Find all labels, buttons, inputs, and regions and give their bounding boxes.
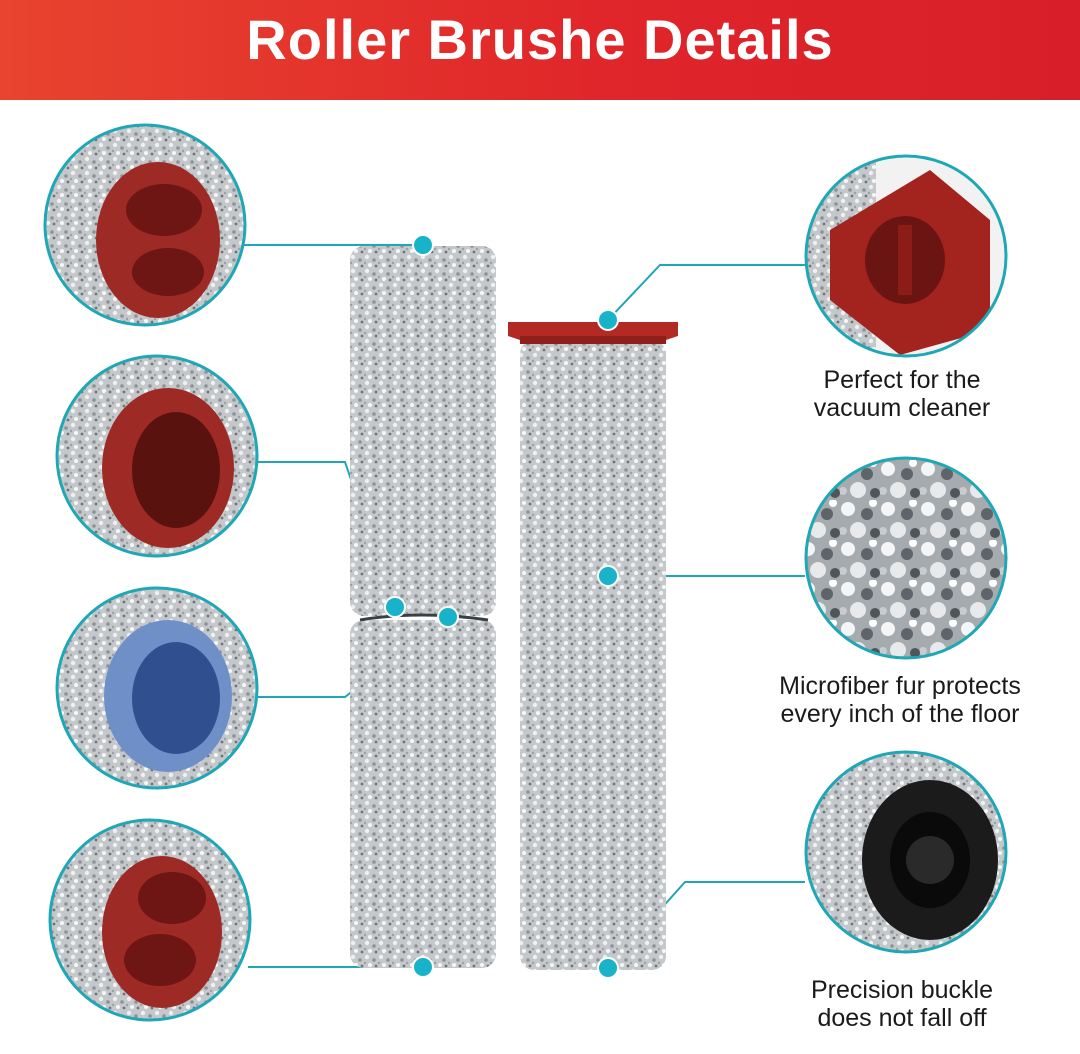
callout-dots	[384, 234, 619, 979]
detail-circle-left-4	[48, 818, 252, 1022]
detail-circle-left-1	[43, 123, 247, 327]
callout-line-right-1	[607, 264, 805, 321]
red-top-cap-icon	[508, 322, 678, 344]
page-title: Roller Brushe Details	[246, 8, 834, 71]
detail-circle-right-2	[804, 456, 1008, 660]
callout-lines	[242, 244, 805, 969]
caption-line: vacuum cleaner	[813, 394, 991, 422]
detail-circle-right-3	[804, 750, 1008, 954]
roller-brush-right	[508, 322, 678, 970]
feature-caption-vacuum: Perfect for the vacuum cleaner	[732, 366, 1072, 422]
feature-caption-microfiber: Microfiber fur protects every inch of th…	[725, 672, 1075, 728]
detail-circle-right-1	[804, 154, 1008, 358]
caption-line: every inch of the floor	[780, 700, 1020, 728]
feature-caption-buckle: Precision buckle does not fall off	[732, 976, 1072, 1032]
product-illustration	[43, 123, 1008, 1022]
caption-line: does not fall off	[817, 1004, 987, 1032]
caption-line: Perfect for the	[823, 366, 981, 394]
header-banner: Roller Brushe Details	[0, 0, 1080, 100]
caption-line: Precision buckle	[810, 976, 994, 1004]
roller-brush-left	[350, 246, 496, 968]
detail-circle-left-3	[55, 586, 259, 790]
detail-circle-left-2	[55, 354, 259, 558]
caption-line: Microfiber fur protects	[779, 672, 1021, 700]
